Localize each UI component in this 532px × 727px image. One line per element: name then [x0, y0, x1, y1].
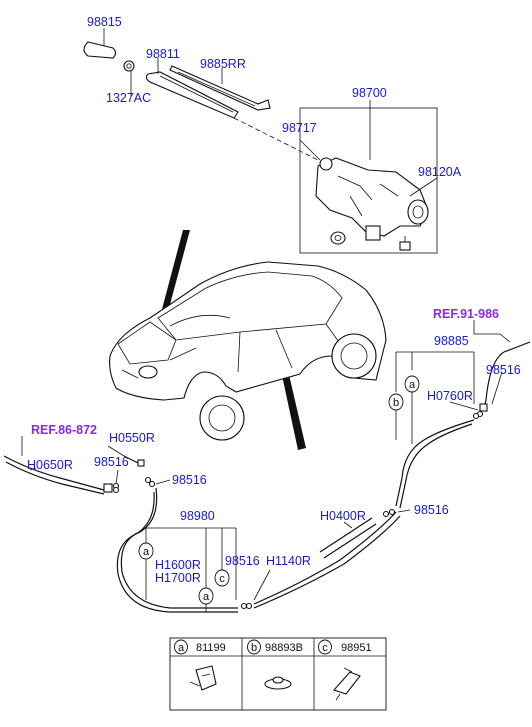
- svg-text:a: a: [409, 379, 416, 391]
- clip-98951-icon: [333, 667, 361, 701]
- legend-key-b: b: [247, 639, 261, 655]
- label-h1700r: H1700R: [155, 571, 201, 585]
- motor-grommet[interactable]: [330, 231, 346, 245]
- ref-91-986[interactable]: REF.91-986: [433, 307, 499, 321]
- hose-h0400r[interactable]: [319, 517, 373, 553]
- bracket-98980-leaders: [145, 527, 237, 612]
- clip-81199-icon: [189, 665, 217, 691]
- callout-a-lower[interactable]: a: [198, 587, 214, 605]
- wiper-arm-cap[interactable]: [83, 41, 117, 59]
- label-98120a: 98120A: [418, 165, 462, 179]
- label-98717: 98717: [282, 121, 317, 135]
- arm-nut[interactable]: [123, 60, 135, 72]
- hose-h0650r[interactable]: [3, 455, 105, 491]
- svg-text:b: b: [251, 642, 257, 654]
- label-98516-d: 98516: [414, 503, 449, 517]
- legend-part-98893b: 98893B: [265, 642, 303, 654]
- label-h0550r: H0550R: [109, 431, 155, 445]
- label-h1140r: H1140R: [266, 554, 311, 568]
- hose-h1600r[interactable]: [120, 487, 238, 609]
- svg-text:b: b: [393, 397, 399, 409]
- wiper-arm[interactable]: [145, 71, 239, 119]
- hose-98885[interactable]: [395, 419, 475, 507]
- label-98700: 98700: [352, 86, 387, 100]
- wiper-arm-group: [83, 28, 319, 161]
- svg-text:c: c: [322, 642, 328, 654]
- label-98885: 98885: [434, 334, 469, 348]
- label-h0400r: H0400R: [320, 509, 366, 523]
- hose-h0760r[interactable]: [483, 341, 531, 409]
- svg-text:a: a: [178, 642, 185, 654]
- label-98980: 98980: [180, 509, 215, 523]
- label-98811: 98811: [146, 47, 180, 61]
- label-h0650r: H0650R: [27, 458, 73, 472]
- legend-part-98951: 98951: [341, 642, 372, 654]
- label-98516-a: 98516: [486, 363, 521, 377]
- label-9885rr: 9885RR: [200, 57, 246, 71]
- grommet-98893b-icon: [264, 676, 292, 690]
- legend-key-c: c: [318, 639, 332, 655]
- car-illustration: [109, 230, 387, 450]
- motor-bracket-frame: [299, 107, 438, 254]
- label-1327ac: 1327AC: [106, 91, 151, 105]
- clip-legend-table: a 81199 b 98893B c 98951: [169, 637, 387, 711]
- callout-b-right[interactable]: b: [388, 393, 404, 411]
- label-98516-e: 98516: [225, 554, 260, 568]
- ref-86-872[interactable]: REF.86-872: [31, 423, 97, 437]
- hose-h0550r[interactable]: [123, 455, 141, 465]
- legend-part-81199: 81199: [196, 642, 226, 654]
- label-h0760r: H0760R: [427, 389, 473, 403]
- svg-text:a: a: [203, 591, 210, 603]
- callout-c-left[interactable]: c: [214, 569, 230, 587]
- callouts: a b a c a: [138, 375, 420, 605]
- label-98516-c: 98516: [172, 473, 207, 487]
- wiper-motor[interactable]: [315, 157, 429, 237]
- left-hose-group: [3, 436, 238, 613]
- wiper-blade[interactable]: [169, 65, 271, 111]
- pointer-wedge-lower: [280, 366, 306, 450]
- label-98516-b: 98516: [94, 455, 129, 469]
- label-98815: 98815: [87, 15, 122, 29]
- hose-h1140r[interactable]: [253, 511, 397, 605]
- motor-bolt[interactable]: [399, 236, 411, 251]
- svg-text:a: a: [143, 546, 150, 558]
- svg-text:c: c: [219, 573, 225, 585]
- callout-a-left[interactable]: a: [138, 542, 154, 560]
- label-h1600r: H1600R: [155, 558, 201, 572]
- part-labels: 98815 98811 9885RR 1327AC 98700 98717 98…: [27, 15, 521, 585]
- wiper-motor-group: [299, 100, 438, 254]
- callout-a-right[interactable]: a: [404, 375, 420, 393]
- right-hose-group: [240, 320, 531, 610]
- legend-key-a: a: [174, 639, 188, 655]
